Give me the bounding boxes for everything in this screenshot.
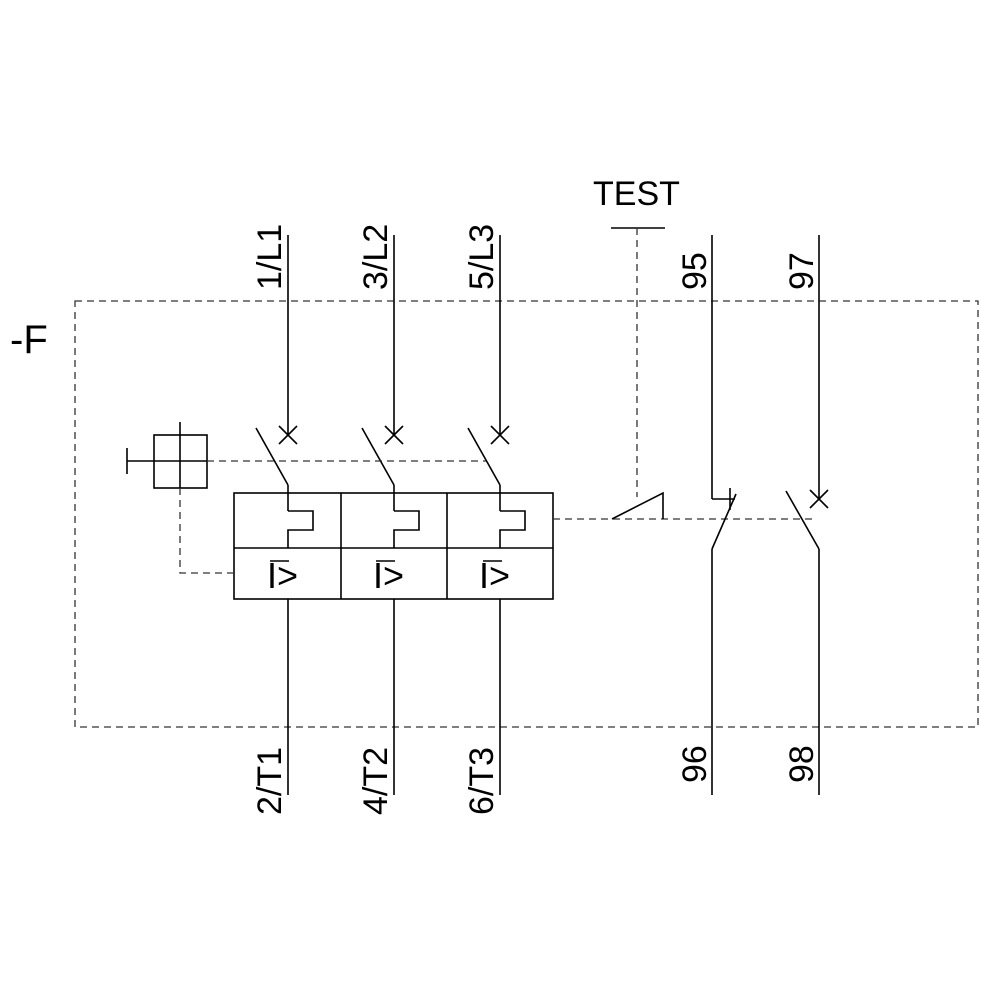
svg-text:I>: I>	[267, 555, 298, 596]
manual-reset-actuator	[126, 422, 208, 489]
trip-element-block	[233, 492, 554, 600]
terminal-label-98: 98	[783, 745, 821, 783]
overcurrent-symbol-2: I>	[373, 555, 404, 596]
main-contact-phase-2	[361, 235, 420, 795]
terminal-label-96: 96	[676, 745, 714, 783]
svg-text:I>: I>	[373, 555, 404, 596]
device-designation: -F	[10, 318, 48, 362]
terminal-label-5-l3: 5/L3	[463, 224, 501, 290]
overcurrent-symbol-3: I>	[479, 555, 510, 596]
svg-text:I>: I>	[479, 555, 510, 596]
main-contact-phase-1	[255, 235, 314, 795]
terminal-label-3-l2: 3/L2	[357, 224, 395, 290]
overcurrent-symbol-1: I>	[267, 555, 298, 596]
terminal-label-6-t3: 6/T3	[463, 747, 501, 815]
aux-contact-nc-95-96	[711, 235, 737, 795]
terminal-label-95: 95	[676, 252, 714, 290]
test-trip-symbol	[611, 491, 664, 520]
terminal-label-97: 97	[783, 252, 821, 290]
terminal-label-4-t2: 4/T2	[357, 747, 395, 815]
test-label: TEST	[593, 175, 680, 213]
main-contact-phase-3	[467, 235, 526, 795]
device-enclosure	[74, 300, 979, 728]
terminal-label-1-l1: 1/L1	[251, 224, 289, 290]
aux-contact-no-97-98	[785, 235, 829, 795]
terminal-label-2-t1: 2/T1	[251, 747, 289, 815]
trip-mechanical-link	[179, 488, 234, 574]
